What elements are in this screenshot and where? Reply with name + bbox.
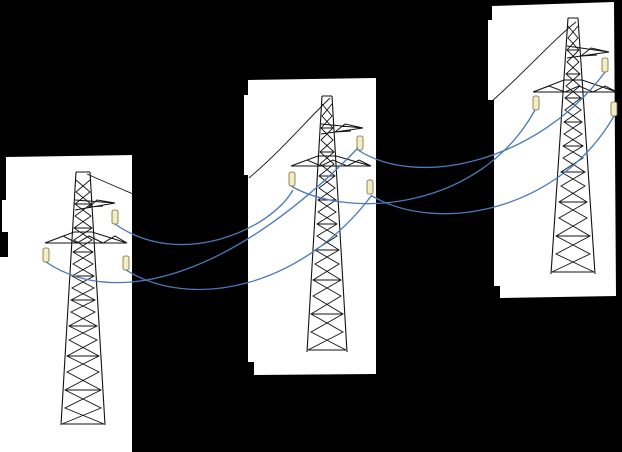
insulator — [601, 57, 609, 73]
conductors — [45, 71, 615, 291]
conductor-line — [125, 194, 373, 291]
insulator — [532, 95, 540, 111]
insulator — [122, 255, 130, 271]
insulator — [42, 247, 50, 263]
insulator — [288, 171, 296, 187]
conductor-line — [357, 71, 606, 169]
tower-left — [42, 171, 134, 426]
conductor-line — [290, 109, 536, 205]
insulator — [111, 209, 119, 225]
conductor-line — [114, 189, 294, 246]
insulator — [366, 179, 374, 195]
conductor-line — [45, 147, 359, 284]
right-panel — [488, 2, 616, 298]
middle-panel — [244, 78, 376, 375]
conductor-line — [371, 115, 615, 215]
left-panel — [0, 155, 132, 452]
tower-middle — [248, 95, 374, 353]
tower-right — [490, 17, 618, 275]
insulator — [356, 135, 364, 151]
insulator — [610, 101, 618, 117]
